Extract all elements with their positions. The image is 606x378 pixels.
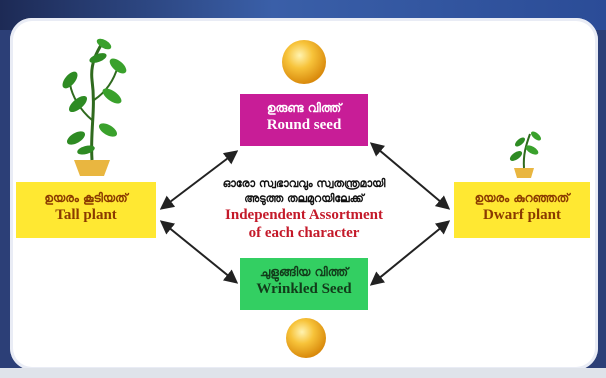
dwarf-plant-box: ഉയരം കുറഞ്ഞത് Dwarf plant — [454, 182, 590, 238]
dwarf-plant-label: Dwarf plant — [483, 207, 561, 223]
wrinkled-seed-box: ചുളുങ്ങിയ വിത്ത് Wrinkled Seed — [240, 258, 368, 310]
dwarf-plant-ml-label: ഉയരം കുറഞ്ഞത് — [474, 191, 570, 205]
dwarf-plant-image — [509, 131, 541, 178]
arrow-tall-wrinkled — [159, 220, 239, 284]
center-ml-line-2: അടുത്ത തലമുറയിലേക്ക് — [244, 192, 364, 205]
arrow-round-dwarf — [369, 142, 451, 210]
round-seed-ml-label: ഉരുണ്ട വിത്ത് — [266, 101, 342, 115]
wrinkled-seed-image — [286, 318, 326, 358]
round-seed-image — [282, 40, 326, 84]
arrow-wrinkled-dwarf — [369, 220, 451, 286]
tall-plant-image — [62, 38, 127, 176]
center-caption: ഓരോ സ്വഭാവവും സ്വതന്ത്രമായി അടുത്ത തലമുറ… — [186, 176, 422, 242]
tall-plant-box: ഉയരം കൂടിയത് Tall plant — [16, 182, 156, 238]
tall-plant-ml-label: ഉയരം കൂടിയത് — [44, 191, 128, 205]
center-en-line-1: Independent Assortment — [225, 207, 383, 223]
arrow-tall-round — [159, 150, 239, 210]
bottom-strip — [0, 368, 606, 378]
center-en-line-2: of each character — [248, 225, 360, 241]
wrinkled-seed-label: Wrinkled Seed — [256, 281, 352, 297]
round-seed-box: ഉരുണ്ട വിത്ത് Round seed — [240, 94, 368, 146]
wrinkled-seed-ml-label: ചുളുങ്ങിയ വിത്ത് — [259, 265, 349, 279]
round-seed-label: Round seed — [266, 117, 342, 133]
tall-plant-label: Tall plant — [55, 207, 117, 223]
center-ml-line-1: ഓരോ സ്വഭാവവും സ്വതന്ത്രമായി — [222, 177, 386, 190]
